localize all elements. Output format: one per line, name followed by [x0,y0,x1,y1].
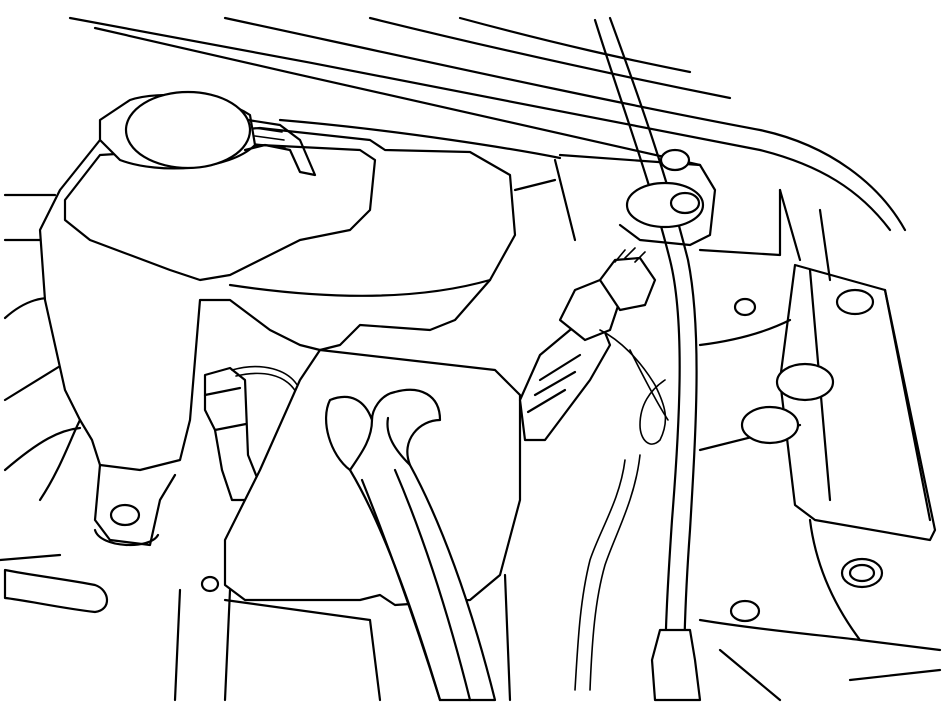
strut-tower [513,148,717,247]
hose-stub-left [0,553,220,614]
strut-rod [593,16,702,702]
wiring-harness-connector [518,247,669,691]
right-frame-lines [698,188,942,702]
reservoir-cap [98,90,317,177]
fender-bracket [778,188,937,542]
coolant-reservoir [38,126,517,547]
hood-edge-lines [68,16,907,232]
hoses [325,388,497,702]
mounting-bolt-left [93,503,160,547]
